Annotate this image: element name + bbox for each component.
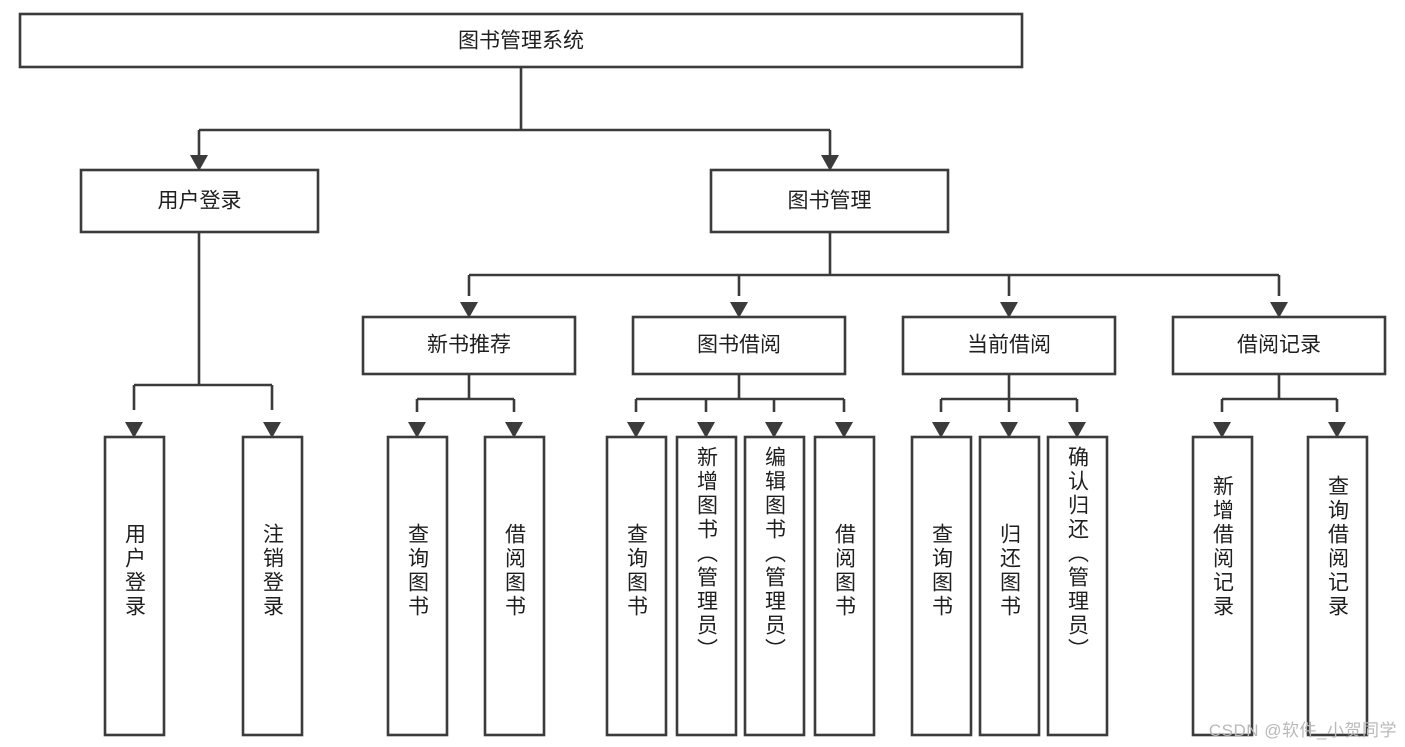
node-new-book-recommend[interactable]: 新书推荐	[361, 315, 577, 376]
connector-book-borrow-to-leaves	[627, 374, 853, 438]
leaf-borrow-book-recommend[interactable]: 借阅图书	[483, 435, 546, 737]
leaf-add-book[interactable]: 新增图书（管理员）	[675, 435, 738, 737]
node-root-label: 图书管理系统	[458, 30, 584, 53]
leaf-confirm-return-label: 确认归还（管理员）	[1066, 446, 1090, 662]
leaf-add-book-label: 新增图书（管理员）	[695, 446, 719, 662]
arrow-to-leaf-add-borrow-record	[1213, 422, 1231, 438]
arrow-to-leaf-query-borrow-record	[1328, 422, 1346, 438]
leaf-query-borrow-record-label: 查询借阅记录	[1326, 475, 1350, 619]
arrow-to-leaf-confirm-return	[1068, 422, 1086, 438]
arrow-to-borrow-record	[1270, 302, 1288, 318]
arrow-to-user-login	[190, 155, 208, 171]
leaf-user-login[interactable]: 用户登录	[103, 435, 166, 737]
arrow-to-leaf-edit-book	[765, 422, 783, 438]
leaf-borrow-book-borrow[interactable]: 借阅图书	[813, 435, 876, 737]
leaf-return-book[interactable]: 归还图书	[978, 435, 1041, 737]
node-borrow-record-label: 借阅记录	[1237, 334, 1321, 357]
leaf-logout[interactable]: 注销登录	[241, 435, 304, 737]
leaf-query-book-current[interactable]: 查询图书	[910, 435, 973, 737]
arrow-to-leaf-user-login	[125, 422, 143, 438]
leaf-query-book-recommend[interactable]: 查询图书	[386, 435, 449, 737]
node-root-book-management-system[interactable]: 图书管理系统	[18, 12, 1024, 69]
leaf-edit-book-label: 编辑图书（管理员）	[763, 446, 787, 662]
leaf-add-borrow-record[interactable]: 新增借阅记录	[1191, 435, 1254, 737]
leaf-edit-book[interactable]: 编辑图书（管理员）	[743, 435, 806, 737]
node-book-borrow[interactable]: 图书借阅	[631, 315, 847, 376]
arrow-to-leaf-return-book	[1000, 422, 1018, 438]
leaf-add-borrow-record-label: 新增借阅记录	[1211, 475, 1235, 619]
arrow-to-new-book-recommend	[460, 302, 478, 318]
node-book-management[interactable]: 图书管理	[709, 168, 950, 234]
arrow-to-leaf-logout	[263, 422, 281, 438]
leaf-query-book-borrow-label: 查询图书	[625, 523, 649, 619]
node-user-login-label: 用户登录	[158, 190, 242, 213]
leaf-query-book-recommend-label: 查询图书	[406, 523, 430, 619]
arrow-to-leaf-query-book-1	[408, 422, 426, 438]
arrow-to-book-management	[821, 155, 839, 171]
leaf-query-book-current-label: 查询图书	[930, 523, 954, 619]
connector-new-book-recommend-to-leaves	[408, 374, 523, 438]
arrow-to-book-borrow	[730, 302, 748, 318]
node-book-borrow-label: 图书借阅	[697, 334, 781, 357]
connector-root-to-level1	[190, 67, 839, 171]
arrow-to-leaf-query-book-2	[627, 422, 645, 438]
leaf-confirm-return[interactable]: 确认归还（管理员）	[1046, 435, 1109, 737]
arrow-to-leaf-borrow-book-2	[835, 422, 853, 438]
node-new-book-recommend-label: 新书推荐	[427, 334, 511, 357]
arrow-to-current-borrow	[1000, 302, 1018, 318]
leaf-borrow-book-recommend-label: 借阅图书	[503, 523, 527, 619]
leaf-return-book-label: 归还图书	[998, 523, 1022, 619]
arrow-to-leaf-query-book-3	[932, 422, 950, 438]
csdn-watermark: CSDN @软件_小贺同学	[1208, 721, 1397, 740]
leaf-logout-label: 注销登录	[261, 523, 285, 619]
node-user-login[interactable]: 用户登录	[79, 168, 320, 234]
connector-current-borrow-to-leaves	[932, 374, 1086, 438]
leaf-query-borrow-record[interactable]: 查询借阅记录	[1306, 435, 1369, 737]
connector-borrow-record-to-leaves	[1213, 374, 1346, 438]
connector-user-login-to-leaves	[125, 232, 281, 438]
leaf-query-book-borrow[interactable]: 查询图书	[605, 435, 668, 737]
node-book-management-label: 图书管理	[788, 190, 872, 213]
leaf-user-login-label: 用户登录	[123, 523, 147, 619]
node-current-borrow-label: 当前借阅	[967, 334, 1051, 357]
connector-book-management-to-level2	[460, 232, 1288, 318]
arrow-to-leaf-add-book	[697, 422, 715, 438]
arrow-to-leaf-borrow-book-1	[505, 422, 523, 438]
leaf-borrow-book-borrow-label: 借阅图书	[833, 523, 857, 619]
node-borrow-record[interactable]: 借阅记录	[1171, 315, 1387, 376]
node-current-borrow[interactable]: 当前借阅	[901, 315, 1117, 376]
